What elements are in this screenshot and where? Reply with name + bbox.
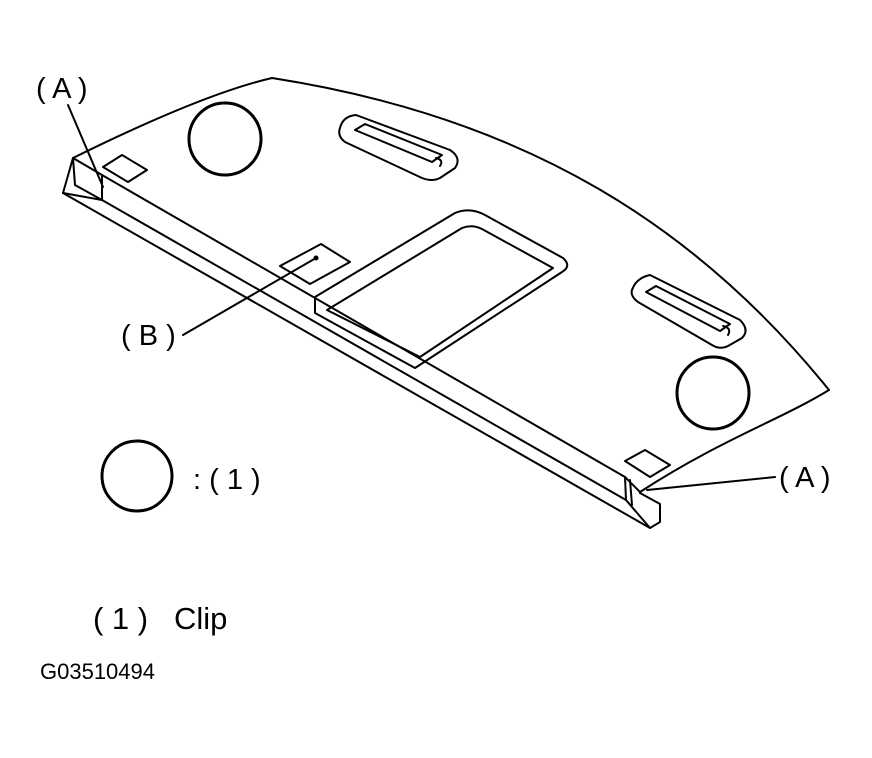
belt-slot-left-inner bbox=[354, 123, 443, 163]
legend-caption: ( 1 ) Clip bbox=[93, 601, 228, 636]
belt-slot-right-outer bbox=[630, 274, 747, 349]
shelf-right-end bbox=[624, 476, 633, 506]
leader-line-a-top bbox=[67, 104, 104, 188]
shelf-right-edge bbox=[639, 389, 830, 493]
clip-pad-left bbox=[102, 154, 148, 183]
speaker-opening-right bbox=[675, 355, 751, 431]
raised-panel-inner bbox=[326, 225, 554, 358]
callout-label-a-right: ( A ) bbox=[779, 462, 831, 494]
callout-label-a-top: ( A ) bbox=[36, 73, 88, 105]
shelf-front-lip-inner bbox=[62, 192, 651, 529]
belt-slot-right-inner bbox=[645, 285, 731, 332]
shelf-front-lip-top bbox=[72, 157, 641, 493]
shelf-front-lip bbox=[62, 192, 661, 529]
leader-line-a-right bbox=[646, 476, 776, 491]
leader-line-b bbox=[182, 257, 317, 336]
callout-label-b: ( B ) bbox=[121, 320, 176, 352]
belt-slot-left-hook bbox=[435, 157, 443, 167]
shelf-rear-edge bbox=[72, 77, 830, 391]
shelf-left-end bbox=[62, 157, 103, 201]
belt-slot-right-hook bbox=[722, 325, 731, 336]
legend-circle-icon bbox=[100, 439, 174, 513]
pad-b bbox=[279, 243, 351, 285]
belt-slot-left-outer bbox=[338, 114, 459, 181]
figure-id: G03510494 bbox=[40, 659, 155, 684]
legend-symbol-label: : ( 1 ) bbox=[193, 464, 261, 496]
raised-panel bbox=[314, 209, 569, 369]
clip-pad-right bbox=[624, 449, 671, 478]
speaker-opening-left bbox=[187, 101, 263, 177]
